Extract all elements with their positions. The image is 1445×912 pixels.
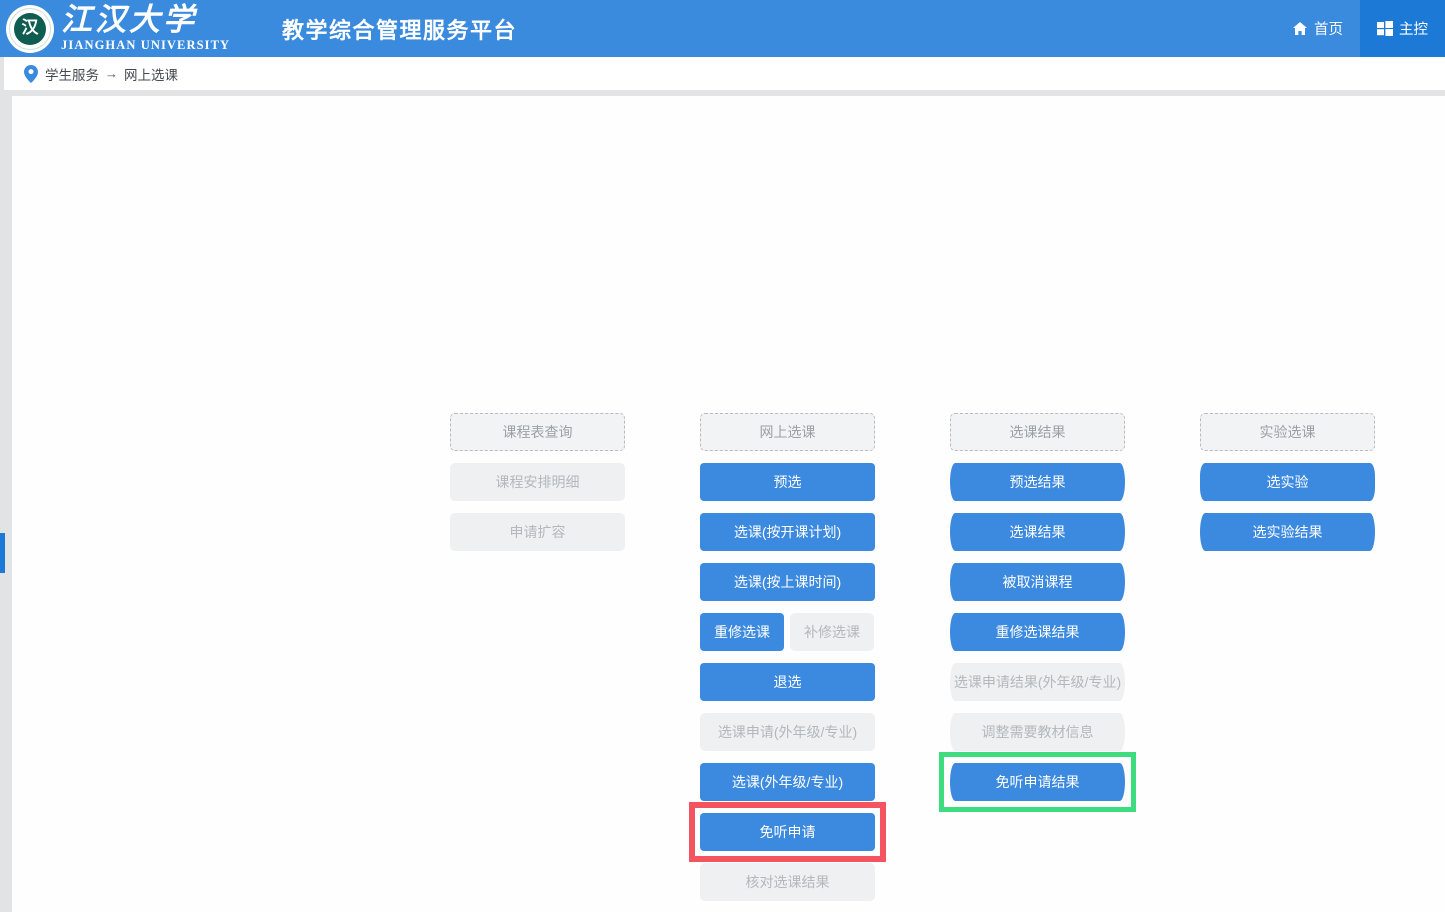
location-pin-icon <box>24 64 38 83</box>
nav-home-label: 首页 <box>1314 22 1343 38</box>
button-选课(外年级/专业)[interactable]: 选课(外年级/专业) <box>700 763 875 801</box>
button-退选[interactable]: 退选 <box>700 663 875 701</box>
button-免听申请结果[interactable]: 免听申请结果 <box>950 763 1125 801</box>
top-header-bar: 汉 江汉大学 JIANGHAN UNIVERSITY 教学综合管理服务平台 首页 <box>0 0 1445 57</box>
nav-home-button[interactable]: 首页 <box>1275 0 1360 57</box>
breadcrumb-item-1[interactable]: 网上选课 <box>124 67 178 83</box>
sidebar-scroll-thumb[interactable] <box>0 533 5 573</box>
button-课程安排明细: 课程安排明细 <box>450 463 625 501</box>
button-预选结果[interactable]: 预选结果 <box>950 463 1125 501</box>
university-seal-icon: 汉 <box>6 4 54 53</box>
logo-chinese-name: 江汉大学 <box>61 2 197 39</box>
content-canvas: 课程表查询课程安排明细申请扩容网上选课预选选课(按开课计划)选课(按上课时间)重… <box>12 96 1445 912</box>
button-预选[interactable]: 预选 <box>700 463 875 501</box>
module-button-columns: 课程表查询课程安排明细申请扩容网上选课预选选课(按开课计划)选课(按上课时间)重… <box>450 413 1445 912</box>
logo-english-name: JIANGHAN UNIVERSITY <box>61 38 231 53</box>
button-pair: 重修选课补修选课 <box>700 613 950 651</box>
collapsed-sidebar-rail[interactable] <box>0 57 12 912</box>
button-申请扩容: 申请扩容 <box>450 513 625 551</box>
column-online-course-selection: 网上选课预选选课(按开课计划)选课(按上课时间)重修选课补修选课退选选课申请(外… <box>700 413 950 912</box>
button-补修选课: 补修选课 <box>790 613 874 651</box>
column-course-schedule: 课程表查询课程安排明细申请扩容 <box>450 413 700 912</box>
windows-icon <box>1377 21 1393 36</box>
button-核对选课结果: 核对选课结果 <box>700 863 875 901</box>
button-调整需要教材信息: 调整需要教材信息 <box>950 713 1125 751</box>
button-选课申请结果(外年级/专业): 选课申请结果(外年级/专业) <box>950 663 1125 701</box>
button-重修选课结果[interactable]: 重修选课结果 <box>950 613 1125 651</box>
content-top-divider <box>12 90 1445 96</box>
nav-main-control-button[interactable]: 主控 <box>1360 0 1445 57</box>
button-选课(按上课时间)[interactable]: 选课(按上课时间) <box>700 563 875 601</box>
button-选课结果[interactable]: 选课结果 <box>950 513 1125 551</box>
button-被取消课程[interactable]: 被取消课程 <box>950 563 1125 601</box>
column-experiment-selection: 实验选课选实验选实验结果 <box>1200 413 1445 912</box>
button-免听申请[interactable]: 免听申请 <box>700 813 875 851</box>
breadcrumb-item-0[interactable]: 学生服务 <box>45 67 99 83</box>
breadcrumb-separator: → <box>105 66 118 81</box>
column-header-course-schedule[interactable]: 课程表查询 <box>450 413 625 451</box>
university-logo: 汉 江汉大学 JIANGHAN UNIVERSITY <box>6 1 230 56</box>
column-header-experiment-selection[interactable]: 实验选课 <box>1200 413 1375 451</box>
button-选课(按开课计划)[interactable]: 选课(按开课计划) <box>700 513 875 551</box>
button-选实验[interactable]: 选实验 <box>1200 463 1375 501</box>
nav-main-control-label: 主控 <box>1399 22 1428 38</box>
breadcrumb-bar: 学生服务 → 网上选课 <box>4 57 1445 90</box>
button-重修选课[interactable]: 重修选课 <box>700 613 784 651</box>
breadcrumb: 学生服务 → 网上选课 <box>24 64 178 84</box>
button-选课申请(外年级/专业): 选课申请(外年级/专业) <box>700 713 875 751</box>
top-nav: 首页 主控 <box>1275 0 1445 57</box>
platform-title: 教学综合管理服务平台 <box>282 18 518 43</box>
column-header-selection-results[interactable]: 选课结果 <box>950 413 1125 451</box>
home-icon <box>1292 21 1308 36</box>
column-selection-results: 选课结果预选结果选课结果被取消课程重修选课结果选课申请结果(外年级/专业)调整需… <box>950 413 1200 912</box>
button-选实验结果[interactable]: 选实验结果 <box>1200 513 1375 551</box>
column-header-online-course-selection[interactable]: 网上选课 <box>700 413 875 451</box>
